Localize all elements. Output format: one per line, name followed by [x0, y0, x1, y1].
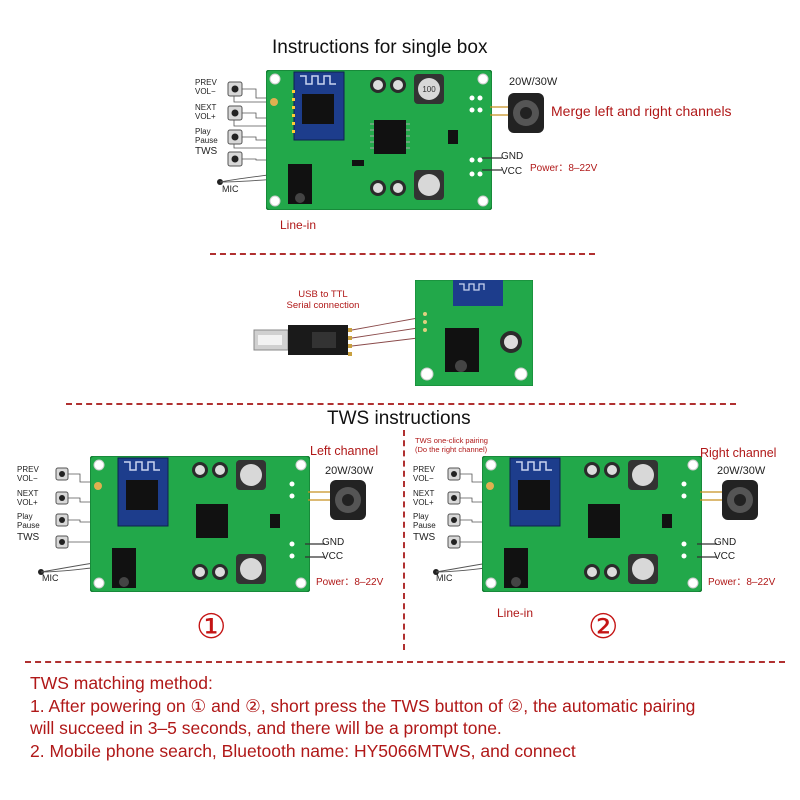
power-wires [482, 157, 502, 171]
line-in-label: Line-in [280, 218, 317, 232]
separator-dashed [210, 253, 595, 255]
left-channel-label: Left channel [310, 444, 379, 458]
left-amplifier-board [90, 456, 310, 592]
power-label: Power：8–22V [530, 163, 598, 174]
right-line-in-label: Line-in [497, 606, 534, 620]
board-detail [415, 280, 533, 386]
button-column [227, 81, 270, 167]
left-speaker-icon [308, 480, 366, 520]
right-gnd-label: GND [714, 537, 737, 548]
left-power-wires [305, 543, 325, 558]
tws-label-left: TWS [17, 532, 40, 543]
method-step-1-cont: will succeed in 3–5 seconds, and there w… [30, 718, 502, 738]
amplifier-board: 100 [266, 70, 492, 210]
right-speaker-icon [700, 480, 758, 520]
tws-title: TWS instructions [327, 408, 471, 429]
left-power-label: Power：8–22V [316, 577, 384, 588]
left-gnd-label: GND [322, 537, 345, 548]
method-heading: TWS matching method: [30, 673, 213, 693]
tws-label-right: TWS [413, 532, 436, 543]
speaker-power-label: 20W/30W [509, 76, 558, 88]
merge-channels-note: Merge left and right channels [551, 103, 732, 119]
usb-ttl-adapter [253, 317, 419, 356]
right-amplifier-board [482, 456, 702, 592]
separator-dashed [25, 661, 785, 663]
board-1-marker: ① [196, 607, 227, 647]
button-column-left [55, 467, 96, 549]
tws-matching-method: TWS matching method: 1. After powering o… [30, 672, 790, 762]
right-vcc-label: VCC [714, 551, 736, 562]
gnd-label: GND [501, 151, 524, 162]
right-speaker-power: 20W/30W [717, 465, 766, 477]
separator-dashed [66, 403, 736, 405]
board-2-marker: ② [588, 607, 619, 647]
mic-label-right: MIC [436, 573, 453, 583]
vcc-label: VCC [501, 166, 523, 177]
single-box-title: Instructions for single box [272, 37, 488, 58]
right-channel-label: Right channel [700, 446, 777, 460]
left-vcc-label: VCC [322, 551, 344, 562]
right-power-wires [697, 543, 717, 558]
method-step-2: 2. Mobile phone search, Bluetooth name: … [30, 740, 576, 761]
speaker-icon [490, 93, 544, 133]
button-column-right [447, 467, 488, 549]
mic-label: MIC [222, 184, 239, 194]
inductor-value: 100 [422, 85, 436, 94]
right-power-label: Power：8–22V [708, 577, 776, 588]
method-step-1: 1. After powering on ① and ②, short pres… [30, 695, 696, 716]
tws-label: TWS [195, 146, 218, 157]
mic-label-left: MIC [42, 573, 59, 583]
left-speaker-power: 20W/30W [325, 465, 374, 477]
separator-vertical-dashed [403, 430, 405, 650]
pairing-note: TWS one-click pairing(Do the right chann… [415, 436, 488, 454]
